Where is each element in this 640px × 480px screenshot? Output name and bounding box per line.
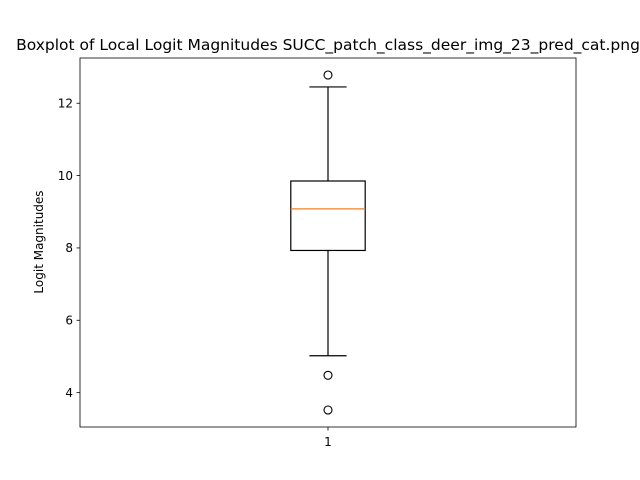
x-tick-label: 1 [324, 435, 332, 449]
outlier-point [323, 370, 333, 380]
y-tick-label: 10 [58, 169, 73, 183]
chart-title: Boxplot of Local Logit Magnitudes SUCC_p… [16, 36, 640, 55]
y-tick-label: 12 [58, 97, 73, 111]
y-tick-label: 4 [65, 386, 73, 400]
outlier-point [323, 405, 333, 415]
iqr-box [290, 180, 366, 252]
y-tick-label: 6 [65, 314, 73, 328]
y-tick-label: 8 [65, 241, 73, 255]
y-axis-label: Logit Magnitudes [32, 190, 46, 293]
plot-area: 4 6 8 10 12 1 [58, 57, 577, 449]
outlier-point [323, 70, 333, 80]
